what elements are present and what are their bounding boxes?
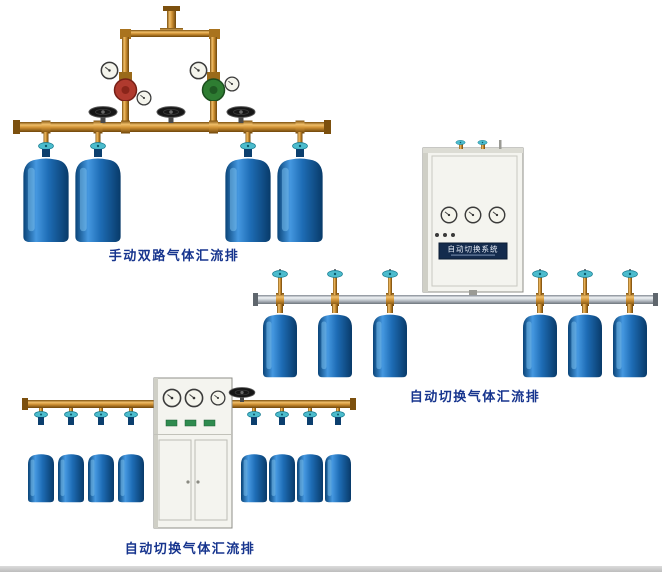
cylinder-valve-knob — [94, 411, 108, 418]
gas-cylinder — [118, 454, 144, 503]
pressure-gauge — [210, 390, 226, 406]
gas-cylinder — [241, 454, 267, 503]
cylinder-valve-knob — [90, 142, 106, 150]
gas-cylinder — [318, 314, 352, 378]
manifold-valve-handwheel — [226, 106, 256, 123]
gas-cylinder — [75, 158, 121, 242]
product-caption: 手动双路气体汇流排 — [108, 249, 240, 264]
cylinder-connection — [382, 269, 398, 313]
cylinder-valve-knob — [303, 411, 317, 418]
cylinder-valve-knob — [382, 270, 398, 278]
pressure-gauge — [464, 206, 482, 224]
cylinder-valve-knob — [64, 411, 78, 418]
cylinder-connection — [240, 132, 256, 157]
product-caption: 自动切换气体汇流排 — [124, 542, 256, 557]
gas-cylinder — [325, 454, 351, 503]
pressure-gauge — [224, 76, 240, 92]
control-cabinet — [153, 377, 233, 529]
pressure-gauge — [189, 61, 208, 80]
cylinder-valve-knob — [34, 411, 48, 418]
cylinder-connection — [275, 408, 289, 425]
cylinder-connection — [247, 408, 261, 425]
cylinder-valve-knob — [272, 270, 288, 278]
cylinder-connection — [64, 408, 78, 425]
manifold-valve-handwheel — [228, 387, 256, 402]
cylinder-connection — [292, 132, 308, 157]
right-regulator — [201, 72, 226, 124]
gas-cylinder — [297, 454, 323, 503]
gas-cylinder — [269, 454, 295, 503]
manifold-valve-handwheel — [156, 106, 186, 123]
pressure-gauge — [184, 388, 204, 408]
manifold-pipe — [253, 293, 658, 306]
gas-cylinder — [568, 314, 602, 378]
cylinder-connection — [38, 132, 54, 157]
cylinder-connection — [94, 408, 108, 425]
cylinder-connection — [124, 408, 138, 425]
cylinder-valve-knob — [247, 411, 261, 418]
left-regulator — [113, 72, 138, 124]
control-cabinet: 自动切换系统 — [422, 140, 524, 297]
cylinder-valve-knob — [275, 411, 289, 418]
cylinder-valve-knob — [532, 270, 548, 278]
manifold-valve-handwheel — [88, 106, 118, 123]
pressure-gauge — [440, 206, 458, 224]
pressure-gauge — [136, 90, 152, 106]
gas-cylinder — [263, 314, 297, 378]
main-manifold-pipe — [13, 120, 331, 134]
cabinet-valve-knob — [477, 140, 488, 145]
cylinder-connection — [272, 269, 288, 313]
manual-dual-manifold-illustration — [13, 6, 331, 242]
cabinet-valve-knob — [455, 140, 466, 145]
cylinder-connection — [622, 269, 638, 313]
cylinder-connection — [303, 408, 317, 425]
manifold-pipe-left — [22, 398, 156, 410]
inlet-pipe-assembly — [120, 6, 220, 77]
gas-cylinder — [523, 314, 557, 378]
cylinder-connection — [532, 269, 548, 313]
auto-switch-manifold-illustration: 自动切换系统 — [253, 140, 658, 378]
gas-cylinder — [88, 454, 114, 503]
cylinder-connection — [577, 269, 593, 313]
manifold-pipe-right — [230, 398, 356, 410]
gas-cylinder — [613, 314, 647, 378]
gas-cylinder — [58, 454, 84, 503]
gas-cylinder — [373, 314, 407, 378]
pressure-gauge — [100, 61, 119, 80]
cylinder-connection — [34, 408, 48, 425]
cylinder-valve-knob — [331, 411, 345, 418]
product-caption: 自动切换气体汇流排 — [409, 390, 541, 405]
cylinder-valve-knob — [622, 270, 638, 278]
pressure-gauge — [162, 388, 182, 408]
pressure-gauge — [488, 206, 506, 224]
auto-switch-manifold-2-illustration — [22, 377, 356, 529]
cylinder-valve-knob — [124, 411, 138, 418]
gas-cylinder — [23, 158, 69, 242]
cabinet-name-plate: 自动切换系统 — [448, 244, 499, 254]
cylinder-valve-knob — [38, 142, 54, 150]
gas-cylinder — [28, 454, 54, 503]
cylinder-connection — [331, 408, 345, 425]
bottom-divider — [0, 566, 662, 572]
cylinder-connection — [327, 269, 343, 313]
cylinder-valve-knob — [327, 270, 343, 278]
cylinder-valve-knob — [577, 270, 593, 278]
cylinder-connection — [90, 132, 106, 157]
